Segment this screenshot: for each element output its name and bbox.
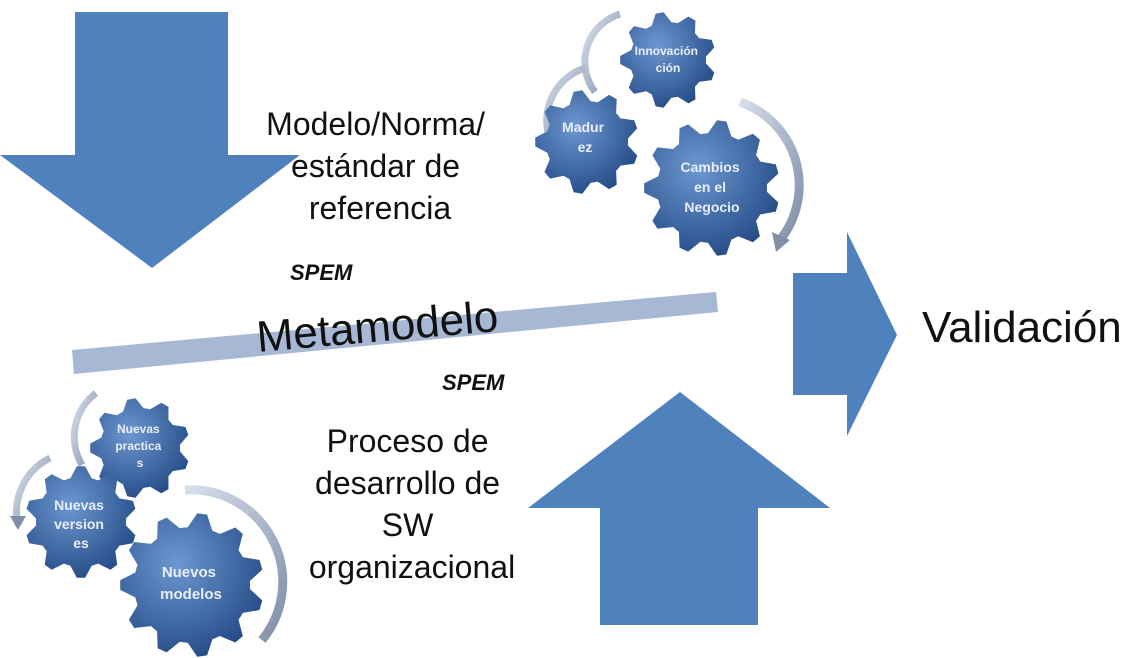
gear-label-madurez: Madur ez	[562, 119, 608, 155]
cycle-arrow-top-2	[738, 97, 804, 243]
gear-body	[620, 12, 715, 108]
gear-label-versiones: Nuevas version es	[54, 497, 108, 551]
gear-label-modelos: Nuevos modelos	[160, 564, 222, 603]
gear-icon	[120, 513, 263, 657]
gear-icon	[644, 120, 779, 256]
gear-body	[26, 466, 136, 578]
reference-model-label: Modelo/Norma/ estándar de referencia	[266, 106, 494, 226]
cycle-arrow-bottom-2	[184, 485, 288, 643]
spem-label-bottom: SPEM	[442, 370, 505, 395]
gear-label-cambios: Cambios en el Negocio	[680, 159, 743, 215]
gear-icon	[26, 466, 136, 578]
arrow-down-icon	[0, 12, 300, 268]
process-label: Proceso de desarrollo de SW organizacion…	[309, 423, 515, 585]
metamodel-bar	[72, 292, 718, 374]
gear-body	[644, 120, 779, 256]
spem-label-top: SPEM	[290, 260, 353, 285]
arrow-right-icon	[793, 232, 897, 436]
gear-icon	[90, 398, 189, 498]
gear-label-practicas: Nuevas practica s	[115, 422, 164, 470]
bottom-gear-cluster: Nuevas practica s Nuevas version es Nuev…	[10, 390, 288, 657]
cycle-arrow-top-1	[581, 10, 622, 95]
gear-body	[120, 513, 263, 657]
cycle-arrow-bottom-1	[70, 390, 99, 467]
gear-icon	[620, 12, 715, 108]
arrow-up-icon	[528, 392, 830, 625]
gear-body	[90, 398, 189, 498]
metamodel-label: Metamodelo	[255, 292, 500, 362]
validation-label: Validación	[922, 303, 1122, 352]
gear-icon	[535, 90, 638, 194]
gear-label-innovacion: Innovación ción	[635, 44, 702, 75]
top-gear-cluster: Innovación ción Madur ez Cambios en el N…	[535, 10, 804, 256]
gear-body	[535, 90, 638, 194]
